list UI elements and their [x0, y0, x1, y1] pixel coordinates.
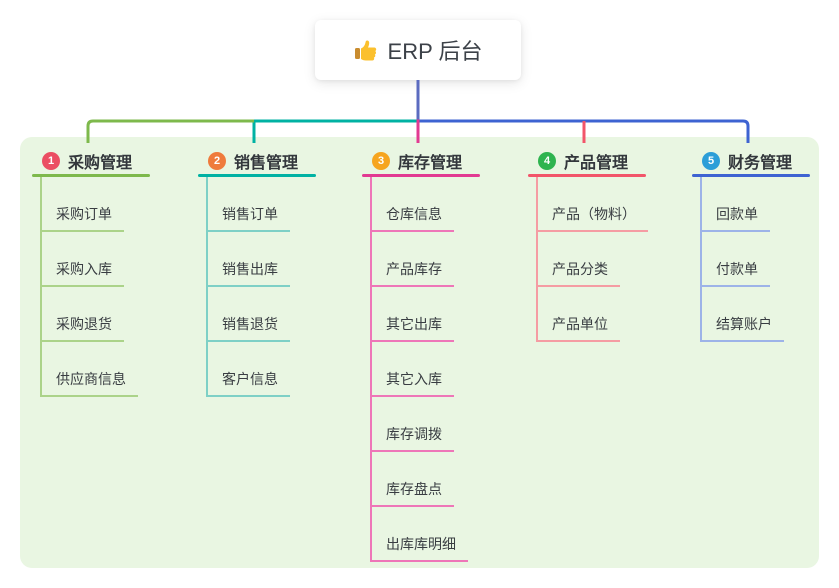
mindmap-node-product-1[interactable]: 产品（物料）	[528, 177, 648, 232]
mindmap-node-inventory-6[interactable]: 库存盘点	[362, 452, 468, 507]
mindmap-node-label: 仓库信息	[370, 204, 454, 232]
mindmap-node-label: 销售出库	[206, 259, 290, 287]
mindmap-node-purchase-3[interactable]: 采购退货	[32, 287, 138, 342]
mindmap-node-label: 回款单	[700, 204, 770, 232]
mindmap-node-inventory-7[interactable]: 出库库明细	[362, 507, 468, 562]
mindmap-node-label: 供应商信息	[40, 369, 138, 397]
branch-label: 库存管理	[398, 155, 463, 172]
mindmap-node-sales-1[interactable]: 销售订单	[198, 177, 290, 232]
branch-children: 产品（物料） 产品分类产品单位	[528, 177, 648, 342]
branch-number-badge: 1	[42, 152, 60, 170]
mindmap-node-inventory-1[interactable]: 仓库信息	[362, 177, 468, 232]
branch-label: 产品管理	[564, 155, 629, 172]
branch-header-sales[interactable]: 2 销售管理	[198, 145, 374, 177]
branch-sales: 2 销售管理销售订单销售出库销售退货客户信息	[198, 145, 374, 397]
branch-underline	[198, 174, 316, 177]
branch-underline	[692, 174, 810, 177]
mindmap-node-label: 库存盘点	[370, 479, 454, 507]
mindmap-node-purchase-2[interactable]: 采购入库	[32, 232, 138, 287]
branch-number-badge: 3	[372, 152, 390, 170]
branch-trunk-line	[536, 177, 538, 340]
mindmap-node-label: 采购入库	[40, 259, 124, 287]
branch-children: 销售订单销售出库销售退货客户信息	[198, 177, 290, 397]
mindmap-node-inventory-5[interactable]: 库存调拨	[362, 397, 468, 452]
branch-trunk-line	[700, 177, 702, 340]
mindmap-node-label: 产品库存	[370, 259, 454, 287]
mindmap-node-label: 库存调拨	[370, 424, 454, 452]
mindmap-node-sales-3[interactable]: 销售退货	[198, 287, 290, 342]
branch-product: 4 产品管理产品（物料） 产品分类产品单位	[528, 145, 704, 342]
canvas-panel	[20, 137, 819, 568]
branch-children: 仓库信息产品库存其它出库其它入库库存调拨库存盘点出库库明细	[362, 177, 468, 562]
mindmap-node-finance-2[interactable]: 付款单	[692, 232, 784, 287]
mindmap-node-label: 销售订单	[206, 204, 290, 232]
branch-trunk-line	[370, 177, 372, 560]
mindmap-node-product-3[interactable]: 产品单位	[528, 287, 648, 342]
branch-purchase: 1 采购管理采购订单采购入库采购退货供应商信息	[32, 145, 208, 397]
branch-label: 财务管理	[728, 155, 793, 172]
mindmap-node-label: 产品（物料）	[536, 204, 648, 232]
mindmap-node-label: 产品分类	[536, 259, 620, 287]
branch-header-finance[interactable]: 5 财务管理	[692, 145, 839, 177]
mindmap-node-label: 采购退货	[40, 314, 124, 342]
branch-inventory: 3 库存管理仓库信息产品库存其它出库其它入库库存调拨库存盘点出库库明细	[362, 145, 538, 562]
mindmap-node-label: 采购订单	[40, 204, 124, 232]
branch-underline	[528, 174, 646, 177]
branch-children: 采购订单采购入库采购退货供应商信息	[32, 177, 138, 397]
branch-number-badge: 4	[538, 152, 556, 170]
mindmap-node-product-2[interactable]: 产品分类	[528, 232, 648, 287]
branch-label: 采购管理	[68, 155, 133, 172]
mindmap-node-label: 产品单位	[536, 314, 620, 342]
branch-number-badge: 2	[208, 152, 226, 170]
mindmap-node-finance-3[interactable]: 结算账户	[692, 287, 784, 342]
branch-underline	[32, 174, 150, 177]
mindmap-node-purchase-4[interactable]: 供应商信息	[32, 342, 138, 397]
branch-header-product[interactable]: 4 产品管理	[528, 145, 704, 177]
mindmap-node-inventory-4[interactable]: 其它入库	[362, 342, 468, 397]
mindmap-node-label: 结算账户	[700, 314, 784, 342]
branch-header-inventory[interactable]: 3 库存管理	[362, 145, 538, 177]
thumbs-up-icon	[354, 38, 378, 62]
mindmap-node-label: 客户信息	[206, 369, 290, 397]
branch-children: 回款单付款单结算账户	[692, 177, 784, 342]
mindmap-node-inventory-2[interactable]: 产品库存	[362, 232, 468, 287]
root-node[interactable]: ERP 后台	[315, 20, 521, 80]
mindmap-node-purchase-1[interactable]: 采购订单	[32, 177, 138, 232]
branch-label: 销售管理	[234, 155, 299, 172]
mindmap-node-label: 其它入库	[370, 369, 454, 397]
branch-finance: 5 财务管理回款单付款单结算账户	[692, 145, 839, 342]
mindmap-node-label: 销售退货	[206, 314, 290, 342]
mindmap-node-finance-1[interactable]: 回款单	[692, 177, 784, 232]
mindmap-node-inventory-3[interactable]: 其它出库	[362, 287, 468, 342]
mindmap-node-label: 其它出库	[370, 314, 454, 342]
branch-header-purchase[interactable]: 1 采购管理	[32, 145, 208, 177]
branch-underline	[362, 174, 480, 177]
mindmap-node-sales-2[interactable]: 销售出库	[198, 232, 290, 287]
mindmap-node-label: 付款单	[700, 259, 770, 287]
branch-number-badge: 5	[702, 152, 720, 170]
root-label: ERP 后台	[387, 39, 483, 64]
mindmap-node-sales-4[interactable]: 客户信息	[198, 342, 290, 397]
mindmap-node-label: 出库库明细	[370, 534, 468, 562]
